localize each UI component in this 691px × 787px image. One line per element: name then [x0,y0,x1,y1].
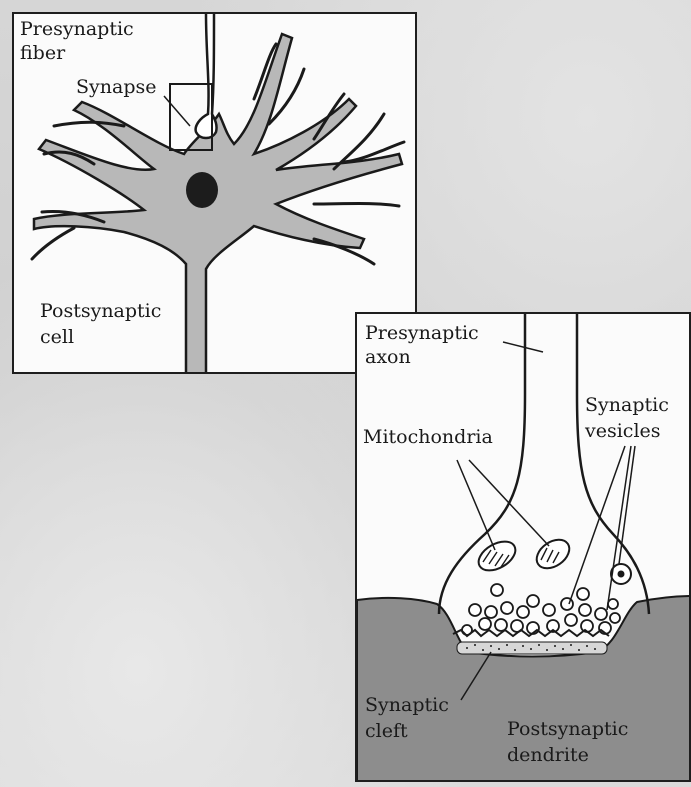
postsynaptic-dendrite-label-line1: Postsynaptic [507,718,628,741]
presynaptic-axon-label-line1: Presynaptic [365,322,479,345]
postsynaptic-cell-label-line2: cell [40,326,74,349]
synaptic-cleft-label-line2: cleft [365,720,408,743]
synapse-detail-panel: Presynaptic axon Mitochondria Synaptic v… [355,312,691,782]
postsynaptic-dendrite-label-line2: dendrite [507,744,589,767]
presynaptic-axon-label-line2: axon [365,346,411,369]
synaptic-vesicles [462,584,620,635]
presynaptic-fiber-label-line1: Presynaptic [20,18,134,41]
synaptic-cleft-band [457,642,607,654]
presynaptic-axon-terminal [439,314,625,636]
synapse-label: Synapse [76,76,156,99]
synapse-pointer [164,96,190,126]
synaptic-cleft-label-line1: Synaptic [365,694,449,717]
presynaptic-fiber-label-line2: fiber [20,42,65,65]
synaptic-vesicles-label-line2: vesicles [585,420,661,443]
nucleus [186,172,218,208]
mitochondria [474,534,575,577]
presynaptic-fiber [196,14,217,138]
postsynaptic-cell-label-line1: Postsynaptic [40,300,161,323]
mitochondria-label: Mitochondria [363,426,493,449]
synaptic-vesicles-label-line1: Synaptic [585,394,669,417]
